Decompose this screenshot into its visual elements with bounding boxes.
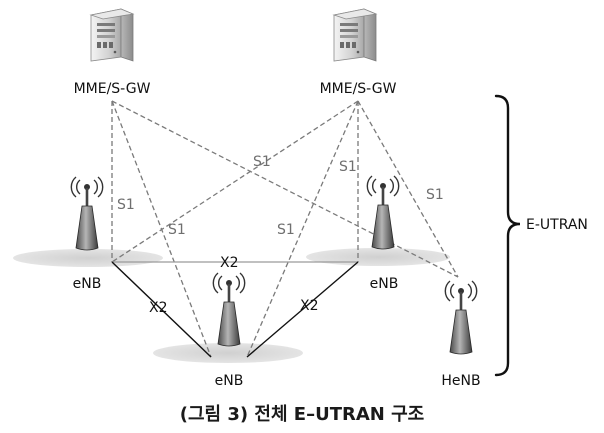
s1-label: S1 (426, 187, 444, 203)
x2-label: X2 (149, 300, 168, 316)
enb-right-label: eNB (370, 276, 399, 292)
s1-label: S1 (117, 197, 135, 213)
figure-caption: (그림 3) 전체 E–UTRAN 구조 (180, 404, 424, 425)
cell-coverage-left (13, 249, 163, 267)
x2-label: X2 (220, 255, 239, 271)
enb-bottom-label: eNB (215, 373, 244, 389)
s1-links (111, 100, 459, 358)
x2-links (111, 261, 359, 358)
server-icon (333, 8, 377, 62)
henb: HeNB (441, 280, 481, 389)
cell-coverage-right (306, 248, 450, 266)
s1-label: S1 (339, 159, 357, 175)
mme-sgw-right: MME/S-GW (320, 8, 397, 97)
antenna-tower-icon (444, 280, 478, 355)
antenna-tower-icon (212, 272, 246, 347)
enb-bottom: eNB (212, 272, 246, 389)
enb-left-label: eNB (73, 276, 102, 292)
s1-label: S1 (277, 222, 295, 238)
e-utran-brace (494, 94, 521, 377)
s1-label: S1 (253, 154, 271, 170)
enb-left: eNB (70, 176, 104, 292)
antenna-tower-icon (70, 176, 104, 251)
antenna-tower-icon (366, 175, 400, 250)
s1-label: S1 (168, 222, 186, 238)
mme-sgw-left: MME/S-GW (74, 8, 151, 97)
cell-coverage-bottom (153, 343, 303, 363)
x2-label: X2 (300, 298, 319, 314)
mme-sgw-left-label: MME/S-GW (74, 81, 151, 97)
e-utran-label: E-UTRAN (526, 217, 588, 233)
mme-sgw-right-label: MME/S-GW (320, 81, 397, 97)
enb-right: eNB (366, 175, 400, 292)
henb-label: HeNB (441, 373, 480, 389)
server-icon (90, 8, 134, 62)
